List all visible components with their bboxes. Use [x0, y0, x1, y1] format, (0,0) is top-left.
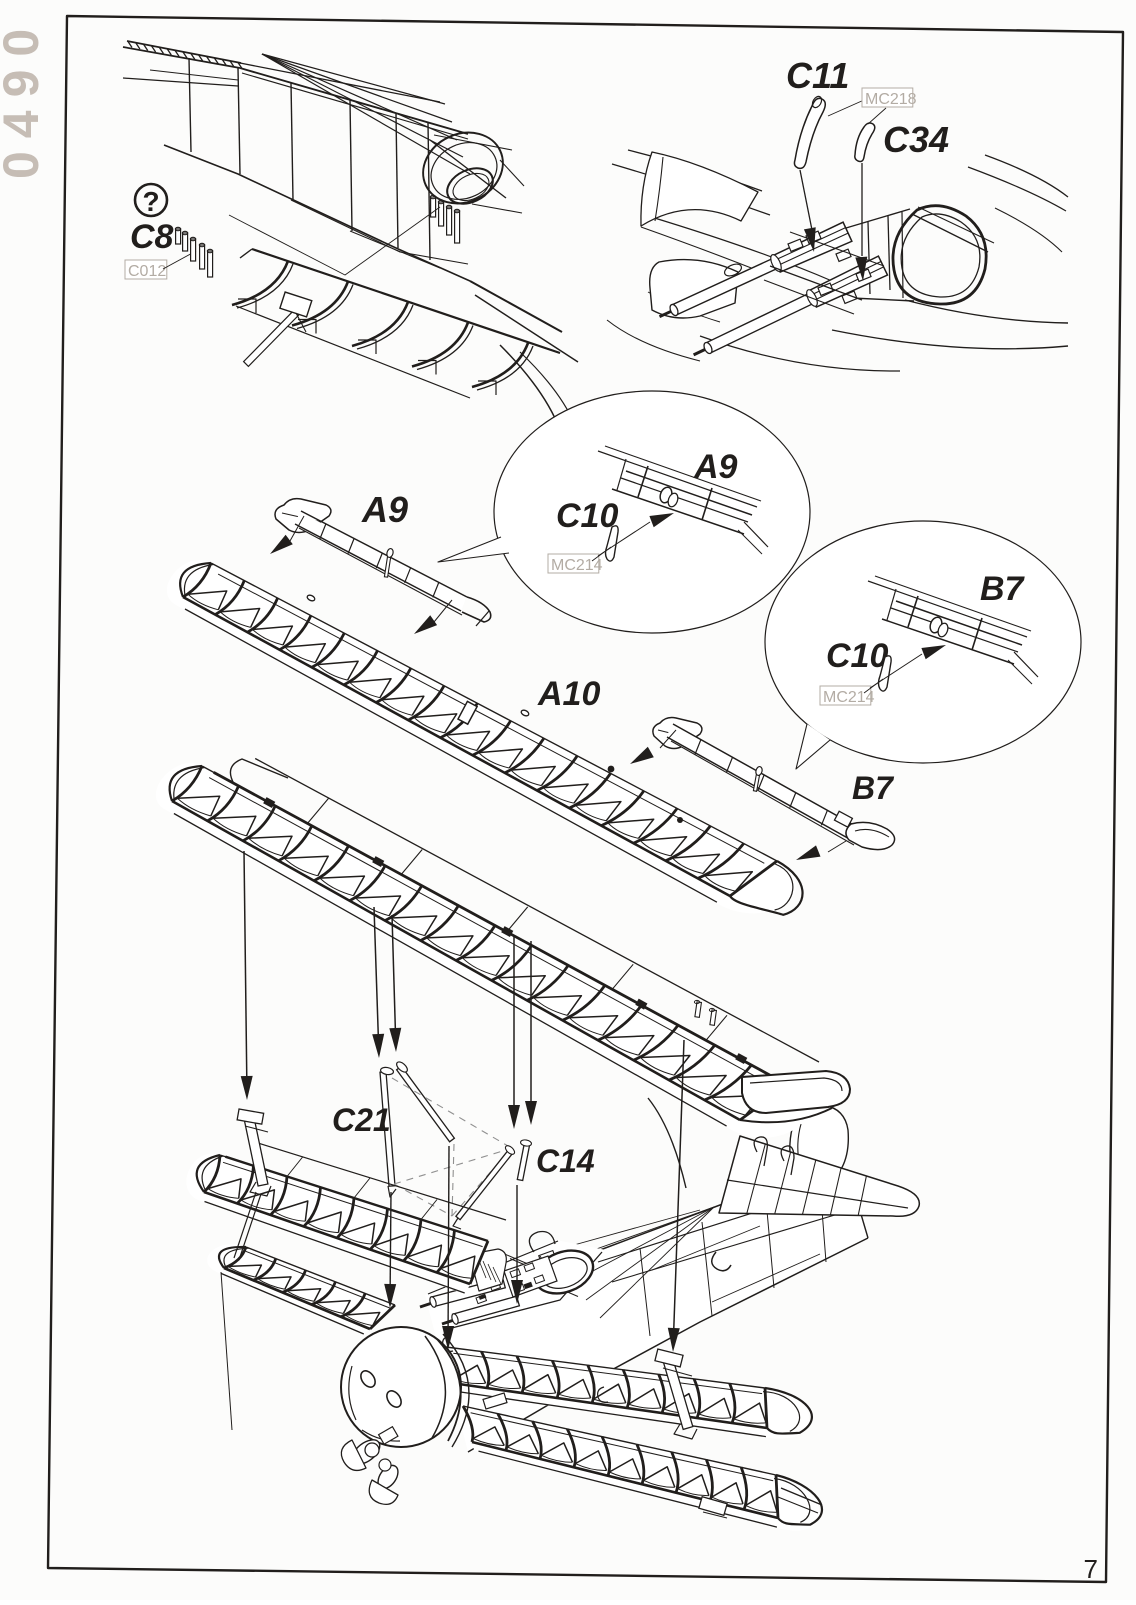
svg-text:?: ?	[142, 186, 159, 217]
svg-text:C34: C34	[883, 119, 949, 160]
svg-text:C11: C11	[786, 55, 849, 96]
svg-text:A9: A9	[693, 448, 738, 486]
svg-text:B7: B7	[980, 570, 1026, 608]
svg-text:C012: C012	[128, 263, 166, 280]
svg-text:0490: 0490	[0, 16, 49, 179]
svg-text:C14: C14	[536, 1143, 595, 1179]
svg-text:MC214: MC214	[551, 557, 603, 574]
svg-text:C10: C10	[556, 497, 618, 535]
svg-text:MC214: MC214	[823, 689, 875, 706]
svg-text:7: 7	[1084, 1554, 1098, 1584]
svg-text:C10: C10	[826, 637, 888, 675]
svg-text:C8: C8	[130, 218, 174, 256]
svg-text:A9: A9	[361, 489, 408, 530]
svg-text:MC218: MC218	[865, 91, 917, 108]
svg-text:B7: B7	[852, 770, 895, 806]
svg-text:C21: C21	[332, 1102, 391, 1138]
svg-text:A10: A10	[537, 675, 600, 713]
